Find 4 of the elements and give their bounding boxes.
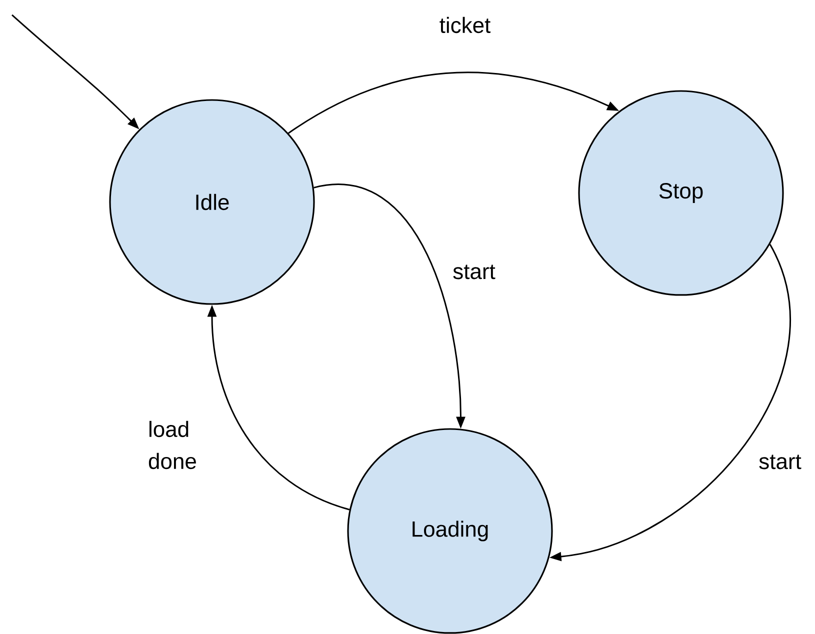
edge-label: start: [453, 264, 496, 280]
edge-label: ticket: [440, 16, 491, 34]
edge-label: start: [759, 454, 802, 470]
edge-label: load done: [148, 420, 196, 470]
